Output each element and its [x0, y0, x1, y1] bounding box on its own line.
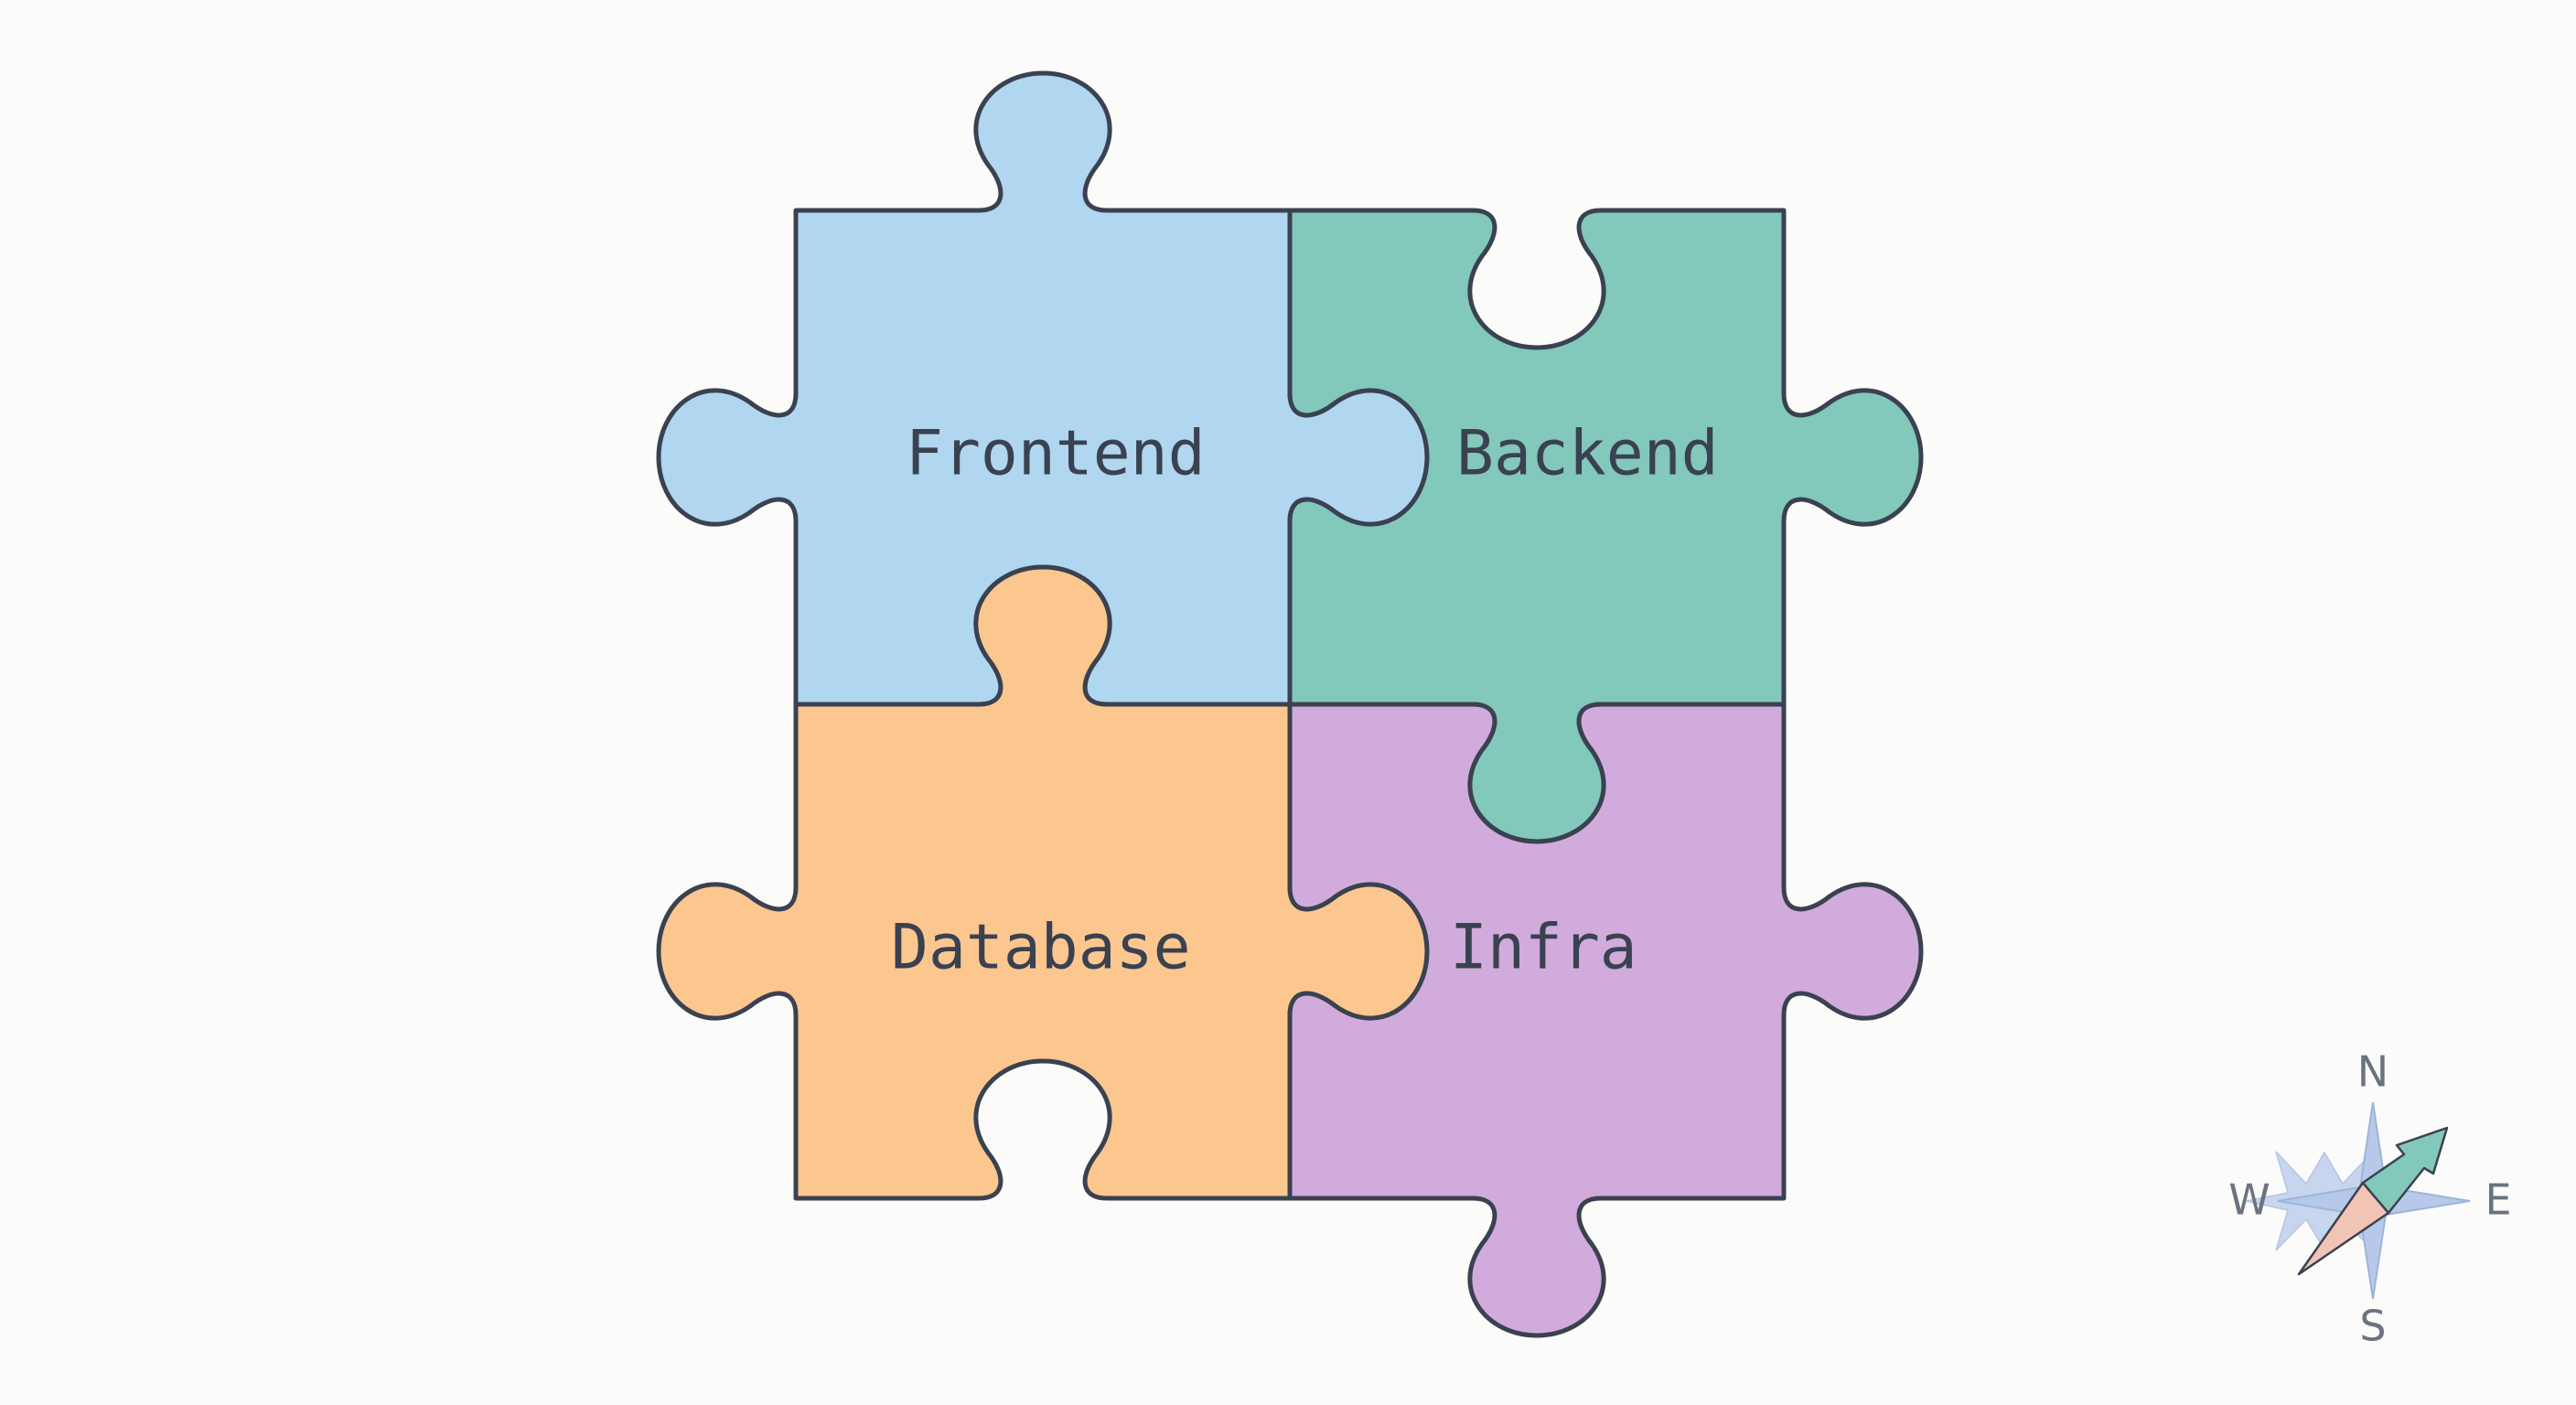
compass-rose: N S E W	[2228, 1047, 2511, 1351]
compass-west: W	[2228, 1175, 2270, 1225]
frontend-label: Frontend	[906, 418, 1206, 490]
backend-label: Backend	[1456, 418, 1719, 490]
infra-label: Infra	[1450, 912, 1637, 984]
infra-piece	[1287, 702, 1924, 1338]
database-label: Database	[891, 912, 1191, 984]
compass-north: N	[2357, 1047, 2388, 1097]
compass-east: E	[2485, 1175, 2511, 1225]
compass-needle-head	[2361, 1126, 2449, 1215]
compass-south: S	[2359, 1302, 2386, 1351]
